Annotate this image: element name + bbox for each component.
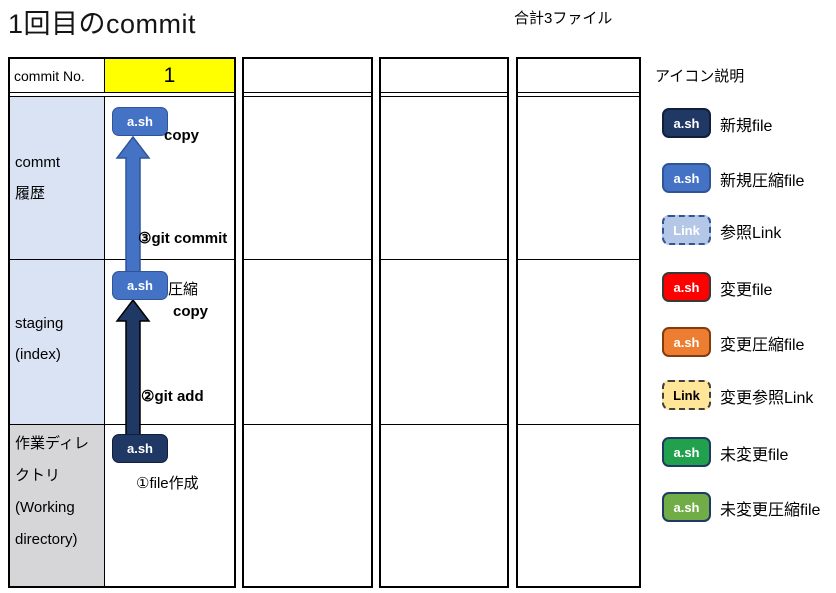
total-files-note: 合計3ファイル [514, 10, 613, 27]
legend-label: 変更file [720, 282, 773, 299]
copy-label-staging: copy [173, 303, 209, 320]
header-divider [244, 93, 371, 97]
empty-header-cell [518, 59, 639, 93]
reference-link-icon: Link [662, 215, 711, 245]
file-icon-staging: a.sh [112, 271, 168, 300]
legend-item-unchanged-compressed-file: a.sh 未変更圧縮file [662, 492, 836, 522]
legend-item-reference-link: Link 参照Link [662, 215, 836, 245]
empty-cell [244, 97, 371, 260]
file-icon-working: a.sh [112, 434, 168, 463]
legend-item-changed-file: a.sh 変更file [662, 272, 836, 302]
legend-label: 未変更圧縮file [720, 502, 821, 519]
commit-table-column-2 [242, 57, 373, 588]
legend-label: 新規file [720, 118, 773, 135]
row-label-line: directory) [15, 531, 78, 548]
legend-title: アイコン説明 [655, 68, 745, 85]
empty-cell [518, 425, 639, 586]
git-commit-step-label: ③git commit [138, 230, 228, 247]
empty-cell [518, 97, 639, 260]
row-label-line: 作業ディレ [15, 435, 89, 452]
legend-label: 未変更file [720, 447, 789, 464]
new-compressed-file-icon: a.sh [662, 163, 711, 193]
empty-header-cell [244, 59, 371, 93]
file-create-step-label: ①file作成 [136, 475, 199, 492]
row-commit-history: commt 履歴 [10, 97, 234, 260]
empty-cell [244, 425, 371, 586]
legend-item-changed-compressed-file: a.sh 変更圧縮file [662, 327, 836, 357]
legend-label: 変更参照Link [720, 390, 814, 407]
empty-cell [518, 260, 639, 425]
commit-number-cell: 1 [105, 59, 234, 92]
empty-header-cell [381, 59, 507, 93]
row-label-staging: staging (index) [10, 260, 105, 424]
row-working-directory: 作業ディレ クトリ (Working directory) [10, 425, 234, 586]
changed-compressed-file-icon: a.sh [662, 327, 711, 357]
legend-item-new-file: a.sh 新規file [662, 108, 836, 138]
git-add-step-label: ②git add [141, 388, 204, 405]
row-label-line: クトリ [15, 467, 61, 484]
row-staging: staging (index) [10, 260, 234, 425]
empty-cell [244, 260, 371, 425]
legend-item-changed-reference-link: Link 変更参照Link [662, 380, 836, 410]
legend-label: 変更圧縮file [720, 337, 805, 354]
table-header-row: commit No. 1 [10, 59, 234, 93]
row-label-commit-history: commt 履歴 [10, 97, 105, 259]
unchanged-compressed-file-icon: a.sh [662, 492, 711, 522]
compress-label: 圧縮 [168, 281, 199, 298]
legend-item-new-compressed-file: a.sh 新規圧縮file [662, 163, 836, 193]
row-label-line: 履歴 [15, 185, 46, 202]
header-divider [10, 93, 234, 97]
changed-reference-link-icon: Link [662, 380, 711, 410]
commit-no-header: commit No. [10, 59, 105, 92]
header-divider [381, 93, 507, 97]
row-label-line: (Working [15, 499, 75, 516]
legend-label: 参照Link [720, 225, 782, 242]
legend-label: 新規圧縮file [720, 173, 805, 190]
changed-file-icon: a.sh [662, 272, 711, 302]
new-file-icon: a.sh [662, 108, 711, 138]
unchanged-file-icon: a.sh [662, 437, 711, 467]
row-label-line: staging [15, 315, 64, 332]
commit-table-column-1: commit No. 1 commt 履歴 staging (index) 作業… [8, 57, 236, 588]
row-label-working-directory: 作業ディレ クトリ (Working directory) [10, 425, 105, 586]
file-icon-commit: a.sh [112, 107, 168, 136]
row-label-line: (index) [15, 346, 61, 363]
row-label-line: commt [15, 154, 60, 171]
empty-cell [381, 97, 507, 260]
commit-table-column-3 [379, 57, 509, 588]
legend-item-unchanged-file: a.sh 未変更file [662, 437, 836, 467]
empty-cell [381, 425, 507, 586]
empty-cell [381, 260, 507, 425]
header-divider [518, 93, 639, 97]
copy-label-commit: copy [164, 127, 200, 144]
commit-table-column-4 [516, 57, 641, 588]
page-title: 1回目のcommit [8, 9, 197, 39]
